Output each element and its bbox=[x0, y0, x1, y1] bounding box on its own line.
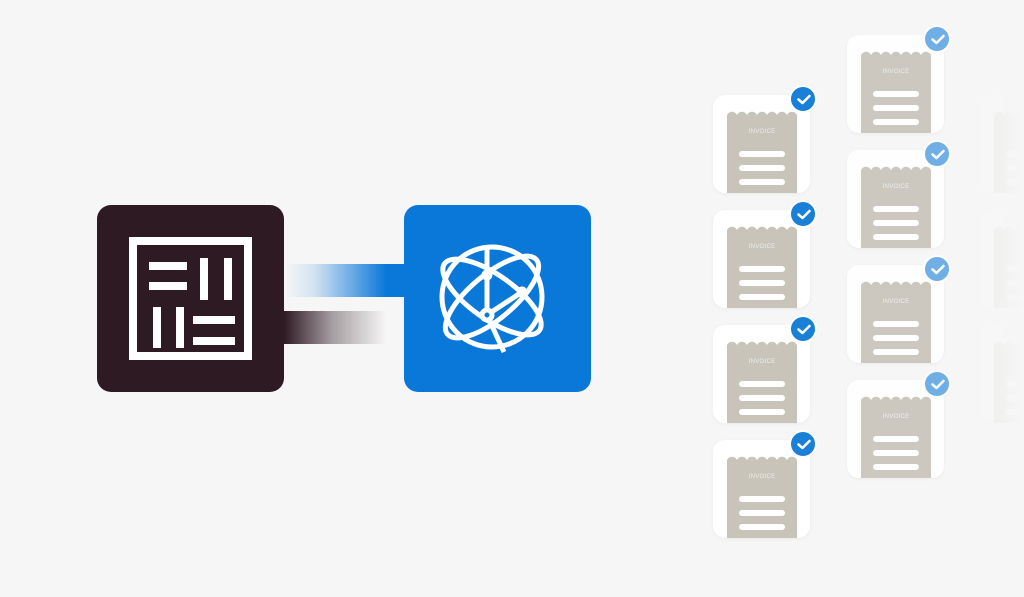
receipt-line bbox=[739, 294, 785, 300]
invoice-card: INVOICE bbox=[847, 380, 944, 478]
receipt-line bbox=[739, 151, 785, 157]
receipt-icon: INVOICE bbox=[727, 456, 797, 538]
receipt-icon: INVOICE bbox=[861, 396, 931, 478]
receipt-icon: INVOICE bbox=[727, 111, 797, 193]
checkmark-icon bbox=[923, 370, 951, 398]
receipt-line bbox=[739, 381, 785, 387]
invoice-card: INVOICE bbox=[847, 35, 944, 133]
invoice-label: INVOICE bbox=[748, 474, 776, 480]
invoice-card: INVOICE bbox=[713, 210, 810, 308]
receipt-line bbox=[873, 464, 919, 470]
receipt-line bbox=[873, 436, 919, 442]
bar-dark-connector bbox=[284, 311, 404, 344]
receipt-line bbox=[739, 395, 785, 401]
invoice-label: INVOICE bbox=[882, 69, 910, 75]
checkmark-icon bbox=[923, 140, 951, 168]
receipt-icon: INVOICE bbox=[727, 341, 797, 423]
checkmark-icon bbox=[789, 315, 817, 343]
checkmark-icon bbox=[789, 430, 817, 458]
receipt-line bbox=[739, 524, 785, 530]
receipt-icon: INVOICE bbox=[861, 51, 931, 133]
invoice-card: INVOICE bbox=[847, 150, 944, 248]
receipt-line bbox=[873, 321, 919, 327]
receipt-line bbox=[739, 179, 785, 185]
checkmark-icon bbox=[923, 255, 951, 283]
receipt-line bbox=[739, 496, 785, 502]
receipt-line bbox=[873, 234, 919, 240]
bar-blue-connector bbox=[284, 264, 404, 297]
invoice-card: INVOICE bbox=[713, 95, 810, 193]
receipt-line bbox=[873, 220, 919, 226]
receipt-line bbox=[873, 119, 919, 125]
receipt-line bbox=[873, 450, 919, 456]
receipt-line bbox=[739, 280, 785, 286]
invoice-label: INVOICE bbox=[748, 359, 776, 365]
receipt-line bbox=[739, 266, 785, 272]
checkmark-icon bbox=[789, 85, 817, 113]
invoice-card: INVOICE bbox=[847, 265, 944, 363]
checkmark-icon bbox=[923, 25, 951, 53]
invoice-card: INVOICE bbox=[713, 440, 810, 538]
receipt-line bbox=[873, 105, 919, 111]
receipt-line bbox=[873, 335, 919, 341]
receipt-line bbox=[873, 91, 919, 97]
receipt-line bbox=[739, 409, 785, 415]
invoice-card: INVOICE bbox=[713, 325, 810, 423]
checkmark-icon bbox=[789, 200, 817, 228]
invoice-label: INVOICE bbox=[882, 184, 910, 190]
receipt-icon: INVOICE bbox=[727, 226, 797, 308]
receipt-line bbox=[873, 206, 919, 212]
document-layout-icon bbox=[129, 237, 252, 360]
destination-app-tile bbox=[404, 205, 591, 392]
invoice-label: INVOICE bbox=[882, 299, 910, 305]
receipt-icon: INVOICE bbox=[861, 281, 931, 363]
invoice-label: INVOICE bbox=[748, 244, 776, 250]
receipt-line bbox=[739, 510, 785, 516]
fade-overlay bbox=[954, 0, 1024, 597]
receipt-line bbox=[739, 165, 785, 171]
invoice-label: INVOICE bbox=[882, 414, 910, 420]
source-app-tile bbox=[97, 205, 284, 392]
receipt-line bbox=[873, 349, 919, 355]
receipt-icon: INVOICE bbox=[861, 166, 931, 248]
invoice-label: INVOICE bbox=[748, 129, 776, 135]
network-globe-icon bbox=[439, 244, 545, 354]
